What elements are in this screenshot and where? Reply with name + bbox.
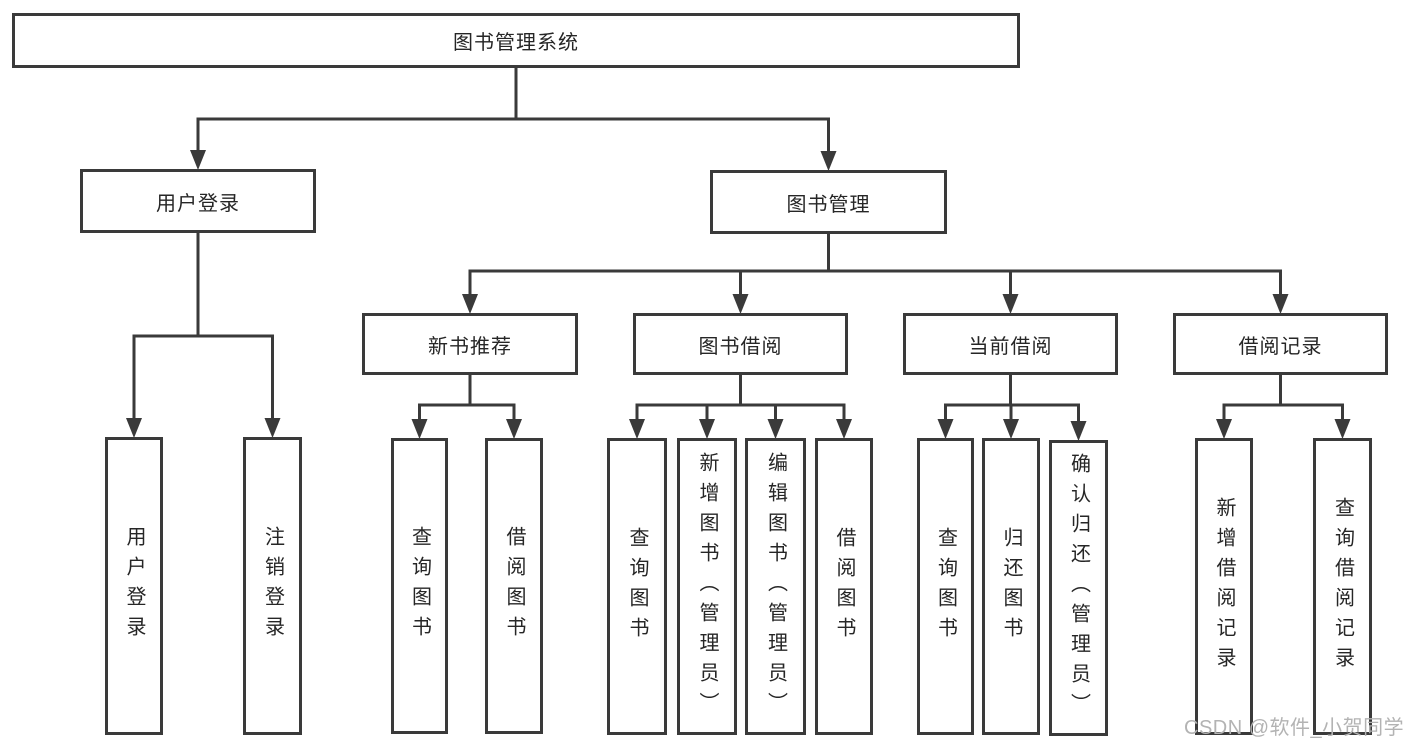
node-new-book-recommend-label: 新书推荐: [428, 335, 512, 358]
node-borrowing-records-label: 借阅记录: [1238, 335, 1323, 358]
edge-from-borrow-records: [1222, 373, 1344, 424]
node-library-system: 图书管理系统: [12, 13, 1020, 68]
edge-from-book-mgmt: [468, 232, 1282, 299]
edge-from-root: [196, 66, 830, 156]
node-user-login-leaf-label: 用户登录: [123, 526, 145, 646]
node-book-borrowing: 图书借阅: [633, 313, 848, 375]
arrowhead-into-query-borrow-record: [1334, 419, 1351, 439]
edge-from-current-borrow: [944, 373, 1080, 426]
edge-from-book-borrow: [635, 373, 846, 424]
arrowhead-into-borrow-records: [1272, 294, 1289, 314]
node-query-borrow-record-label: 查询借阅记录: [1331, 496, 1354, 677]
node-query-books-current-label: 查询图书: [934, 526, 957, 647]
arrowhead-into-query-books-rec: [411, 419, 428, 439]
node-current-borrowing: 当前借阅: [903, 313, 1118, 375]
arrowhead-into-user-login-action: [126, 418, 142, 438]
node-query-borrow-record: 查询借阅记录: [1313, 438, 1372, 735]
node-user-login-leaf: 用户登录: [105, 437, 163, 735]
arrowhead-into-borrow-books-borrow: [836, 419, 852, 439]
node-borrow-books-recommend-label: 借阅图书: [503, 526, 525, 646]
node-user-login-label: 用户登录: [156, 192, 240, 215]
node-book-borrowing-label: 图书借阅: [698, 335, 783, 358]
node-query-books-recommend-label: 查询图书: [408, 526, 431, 646]
arrowhead-into-book-borrow: [732, 294, 749, 314]
watermark: CSDN @软件_小贺同学: [1184, 717, 1405, 739]
node-new-book-recommend: 新书推荐: [362, 313, 578, 375]
node-add-borrow-record-label: 新增借阅记录: [1213, 496, 1235, 677]
arrowhead-into-edit-books-admin: [767, 419, 784, 439]
node-query-books-borrowing-label: 查询图书: [626, 526, 648, 647]
node-current-borrowing-label: 当前借阅: [968, 335, 1053, 358]
node-library-system-label: 图书管理系统: [453, 32, 579, 54]
arrowhead-into-user-login: [190, 150, 206, 170]
arrowhead-into-query-books-current: [937, 419, 954, 439]
arrowhead-into-query-books-borrow: [629, 419, 645, 439]
node-confirm-return-admin-label: 确认归还（管理员）: [1067, 453, 1090, 723]
arrowhead-into-logout: [264, 418, 281, 438]
node-borrow-books-borrowing-label: 借阅图书: [833, 526, 855, 647]
node-add-borrow-record: 新增借阅记录: [1195, 438, 1253, 735]
node-logout: 注销登录: [243, 437, 302, 735]
arrowhead-into-return-books: [1003, 419, 1019, 439]
node-edit-books-admin: 编辑图书（管理员）: [745, 438, 806, 735]
node-add-books-admin-label: 新增图书（管理员）: [696, 451, 718, 722]
node-return-books: 归还图书: [982, 438, 1040, 735]
arrowhead-into-borrow-books-rec: [506, 419, 522, 439]
node-logout-label: 注销登录: [261, 526, 284, 646]
arrowhead-into-new-book-rec: [462, 294, 478, 314]
arrowhead-into-add-books-admin: [699, 419, 715, 439]
node-confirm-return-admin: 确认归还（管理员）: [1049, 440, 1108, 736]
arrowhead-into-current-borrow: [1002, 294, 1019, 314]
node-book-management-label: 图书管理: [786, 193, 871, 216]
node-return-books-label: 归还图书: [1000, 526, 1022, 647]
node-add-books-admin: 新增图书（管理员）: [677, 438, 737, 735]
node-borrow-books-borrowing: 借阅图书: [815, 438, 873, 735]
edge-from-user-login: [132, 231, 274, 423]
node-query-books-current: 查询图书: [917, 438, 974, 735]
node-user-login: 用户登录: [80, 169, 316, 233]
arrowhead-into-book-mgmt: [820, 151, 837, 171]
node-book-management: 图书管理: [710, 170, 947, 234]
node-borrow-books-recommend: 借阅图书: [485, 438, 543, 734]
node-borrowing-records: 借阅记录: [1173, 313, 1388, 375]
node-query-books-borrowing: 查询图书: [607, 438, 667, 735]
node-query-books-recommend: 查询图书: [391, 438, 448, 734]
node-edit-books-admin-label: 编辑图书（管理员）: [764, 451, 787, 722]
arrowhead-into-add-borrow-record: [1216, 419, 1232, 439]
arrowhead-into-confirm-return-admin: [1070, 421, 1087, 441]
edge-from-new-book-rec: [418, 373, 516, 424]
